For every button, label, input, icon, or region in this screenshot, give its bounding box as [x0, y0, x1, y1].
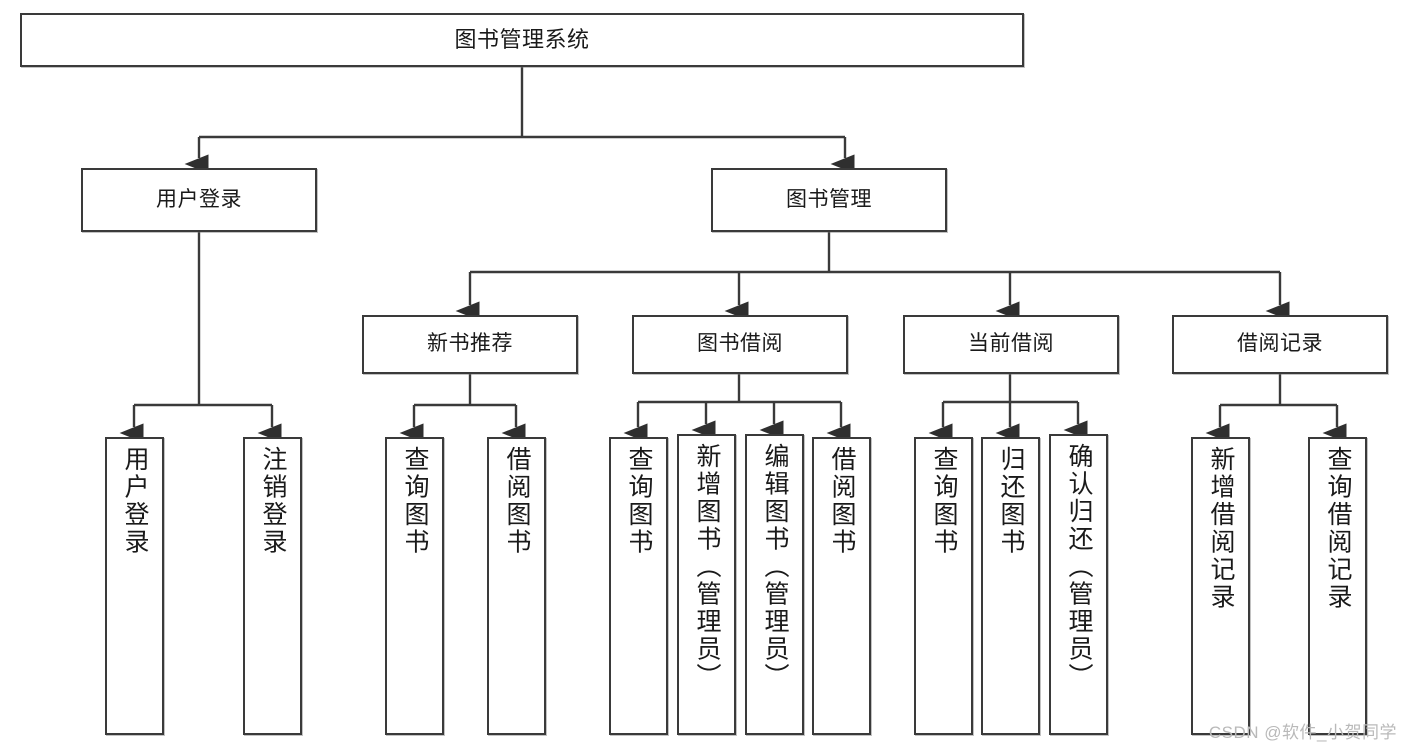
- node-label: 确认归还（管理员）: [1065, 443, 1093, 691]
- node-label: 新增借阅记录: [1207, 446, 1235, 611]
- node-book-borrow[interactable]: 图书借阅: [632, 315, 848, 374]
- node-label: 图书管理: [786, 187, 872, 211]
- node-label: 当前借阅: [968, 332, 1054, 356]
- node-label: 借阅记录: [1237, 332, 1323, 356]
- node-label: 新书推荐: [427, 332, 513, 356]
- node-label: 查询图书: [625, 446, 653, 556]
- leaf-logout-login[interactable]: 注销登录: [243, 437, 302, 735]
- leaf-return-book[interactable]: 归还图书: [981, 437, 1040, 735]
- node-label: 注销登录: [259, 446, 287, 556]
- node-label: 编辑图书（管理员）: [761, 443, 789, 691]
- watermark-csdn: CSDN @软件_小贺同学: [1208, 723, 1397, 742]
- node-new-book-recommend[interactable]: 新书推荐: [362, 315, 578, 374]
- node-current-borrow[interactable]: 当前借阅: [903, 315, 1119, 374]
- node-book-manage[interactable]: 图书管理: [711, 168, 947, 232]
- node-label: 借阅图书: [503, 446, 531, 556]
- leaf-edit-book[interactable]: 编辑图书（管理员）: [745, 434, 804, 735]
- node-user-login[interactable]: 用户登录: [81, 168, 317, 232]
- node-label: 归还图书: [997, 446, 1025, 556]
- leaf-borrow-book-borrow[interactable]: 借阅图书: [812, 437, 871, 735]
- node-label: 查询图书: [401, 446, 429, 556]
- leaf-query-book-borrow[interactable]: 查询图书: [609, 437, 668, 735]
- node-label: 用户登录: [121, 446, 149, 556]
- leaf-query-borrow-record[interactable]: 查询借阅记录: [1308, 437, 1367, 735]
- node-label: 图书管理系统: [454, 27, 590, 53]
- node-label: 图书借阅: [697, 332, 783, 356]
- leaf-add-borrow-record[interactable]: 新增借阅记录: [1191, 437, 1250, 735]
- node-label: 新增图书（管理员）: [693, 443, 721, 691]
- leaf-add-book[interactable]: 新增图书（管理员）: [677, 434, 736, 735]
- node-label: 用户登录: [156, 187, 242, 211]
- leaf-query-book-recommend[interactable]: 查询图书: [385, 437, 444, 735]
- leaf-user-login[interactable]: 用户登录: [105, 437, 164, 735]
- leaf-confirm-return[interactable]: 确认归还（管理员）: [1049, 434, 1108, 735]
- leaf-query-book-current[interactable]: 查询图书: [914, 437, 973, 735]
- leaf-borrow-book-recommend[interactable]: 借阅图书: [487, 437, 546, 735]
- node-root-book-management-system[interactable]: 图书管理系统: [20, 13, 1024, 67]
- node-label: 查询图书: [930, 446, 958, 556]
- node-label: 借阅图书: [828, 446, 856, 556]
- node-label: 查询借阅记录: [1324, 446, 1352, 611]
- node-borrow-record[interactable]: 借阅记录: [1172, 315, 1388, 374]
